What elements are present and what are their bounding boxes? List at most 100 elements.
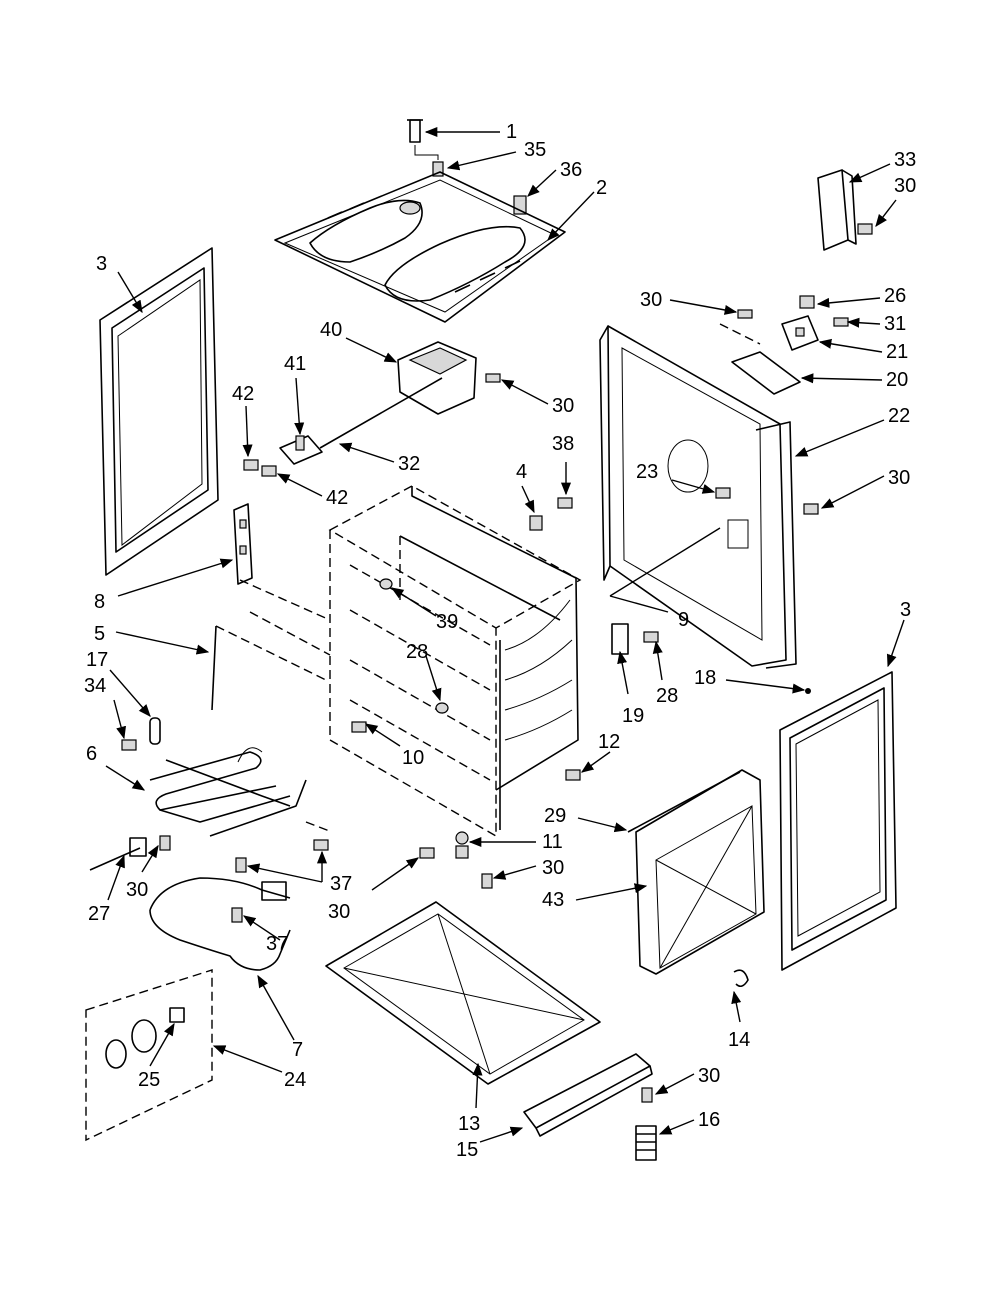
callout-31: 31 xyxy=(884,313,906,335)
callout-labels: 1 35 36 2 33 30 3 30 26 31 40 21 41 30 2… xyxy=(84,121,916,1161)
callout-30: 30 xyxy=(328,901,350,923)
part-31-screw xyxy=(833,317,849,327)
callout-27: 27 xyxy=(88,903,110,925)
callout-30: 30 xyxy=(640,289,662,311)
part-36-screw xyxy=(513,195,527,215)
oven-cavity xyxy=(239,485,582,838)
part-6-element xyxy=(149,747,333,837)
part-32-wire xyxy=(319,377,443,449)
part-11-nut xyxy=(455,845,469,859)
part-14-clip xyxy=(733,969,749,988)
part-37-screw-a xyxy=(313,839,329,851)
part-28-screw-b xyxy=(643,631,659,643)
part-35-screw xyxy=(432,161,444,177)
callout-16: 16 xyxy=(698,1109,720,1131)
callout-4: 4 xyxy=(516,461,527,483)
callout-26: 26 xyxy=(884,285,906,307)
callout-23: 23 xyxy=(636,461,658,483)
callout-37: 37 xyxy=(330,873,352,895)
callout-37: 37 xyxy=(266,933,288,955)
part-26-nut xyxy=(799,295,815,309)
callout-38: 38 xyxy=(552,433,574,455)
callout-6: 6 xyxy=(86,743,97,765)
callout-30: 30 xyxy=(698,1065,720,1087)
callout-10: 10 xyxy=(402,747,424,769)
callout-30: 30 xyxy=(552,395,574,417)
part-19-bracket xyxy=(611,623,629,655)
callout-25: 25 xyxy=(138,1069,160,1091)
callout-1: 1 xyxy=(506,121,517,143)
callout-15: 15 xyxy=(456,1139,478,1161)
part-3-right-side-panel xyxy=(779,671,897,971)
callout-13: 13 xyxy=(458,1113,480,1135)
callout-18: 18 xyxy=(694,667,716,689)
callout-35: 35 xyxy=(524,139,546,161)
part-18-screw xyxy=(805,688,811,694)
part-5-rod xyxy=(211,625,217,711)
part-41-clip xyxy=(279,435,323,465)
part-30-screw-d xyxy=(419,847,435,859)
part-40-control xyxy=(397,341,501,415)
part-37-screw-b xyxy=(235,857,247,873)
callout-2: 2 xyxy=(596,177,607,199)
part-43-cover xyxy=(635,769,765,975)
part-20-bracket xyxy=(731,351,801,395)
part-30-screw-h xyxy=(641,1087,653,1103)
callout-43: 43 xyxy=(542,889,564,911)
callout-33: 33 xyxy=(894,149,916,171)
part-34-screw xyxy=(121,739,137,751)
part-11-fitting xyxy=(455,831,469,845)
callout-12: 12 xyxy=(598,731,620,753)
callout-14: 14 xyxy=(728,1029,750,1051)
callout-39: 39 xyxy=(436,611,458,633)
part-30-screw-a xyxy=(857,223,873,235)
callout-9: 9 xyxy=(678,609,689,631)
callout-3: 3 xyxy=(96,253,107,275)
part-42-screw-b xyxy=(261,465,277,477)
callout-29: 29 xyxy=(544,805,566,827)
callout-42: 42 xyxy=(232,383,254,405)
part-21-terminal-block xyxy=(781,315,819,351)
part-24-knob-kit xyxy=(85,969,213,1142)
callout-5: 5 xyxy=(94,623,105,645)
part-27-sensor-head xyxy=(129,837,147,857)
callout-21: 21 xyxy=(886,341,908,363)
part-27-sensor xyxy=(89,847,141,871)
leader-lines xyxy=(105,126,905,1143)
callout-32: 32 xyxy=(398,453,420,475)
part-7-element xyxy=(149,877,291,971)
part-15-bracket xyxy=(523,1053,653,1137)
part-16-leveling-leg xyxy=(635,1125,657,1161)
callout-30: 30 xyxy=(542,857,564,879)
callout-28: 28 xyxy=(406,641,428,663)
callout-11: 11 xyxy=(542,831,563,853)
callout-42: 42 xyxy=(326,487,348,509)
part-30-screw-b xyxy=(737,309,753,319)
part-30-screw-e xyxy=(481,873,493,889)
callout-30: 30 xyxy=(894,175,916,197)
part-33-bracket xyxy=(817,169,857,251)
callout-22: 22 xyxy=(888,405,910,427)
part-13-bottom-pan xyxy=(325,901,601,1085)
callout-40: 40 xyxy=(320,319,342,341)
callout-36: 36 xyxy=(560,159,582,181)
callout-19: 19 xyxy=(622,705,644,727)
part-38-screw xyxy=(557,497,573,509)
callout-7: 7 xyxy=(292,1039,303,1061)
part-17-clip xyxy=(149,717,161,745)
callout-34: 34 xyxy=(84,675,106,697)
callout-8: 8 xyxy=(94,591,105,613)
callout-30: 30 xyxy=(126,879,148,901)
part-1-pin xyxy=(407,119,439,160)
part-2-top-panel xyxy=(274,171,566,323)
hidden-line-a xyxy=(719,323,761,345)
part-22-back-panel xyxy=(599,325,819,669)
part-5-rod-hidden xyxy=(215,625,327,681)
callout-20: 20 xyxy=(886,369,908,391)
callout-3: 3 xyxy=(900,599,911,621)
part-30-screw-c xyxy=(159,835,171,851)
callout-28: 28 xyxy=(656,685,678,707)
part-3-left-side-panel xyxy=(99,247,219,576)
